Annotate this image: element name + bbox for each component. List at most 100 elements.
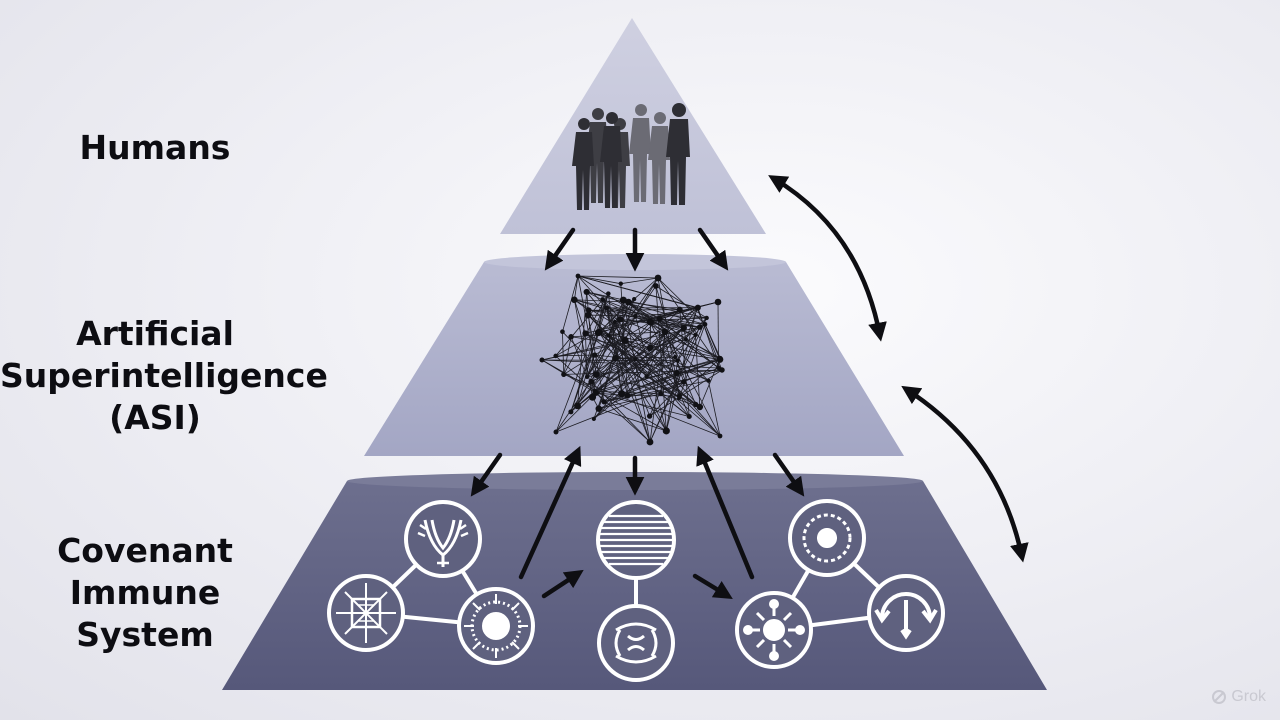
network-edge [606, 307, 667, 432]
striped-sphere-icon [596, 500, 676, 580]
tier-label-covenant-immune-system: Covenant Immune System [30, 530, 260, 656]
network-node [704, 315, 709, 321]
network-node [600, 297, 606, 302]
tier-label-line: Superintelligence [0, 356, 328, 395]
network-edge [659, 307, 698, 320]
network-edge [562, 275, 579, 332]
curved-double-arrow-asi-cis [901, 385, 1029, 563]
network-edge [541, 359, 678, 362]
network-edge [577, 275, 659, 279]
network-node [694, 304, 701, 311]
network-node [585, 307, 592, 314]
network-node [696, 324, 703, 330]
network-edge [633, 277, 659, 300]
branching-cell-icon [404, 500, 482, 578]
network-node [714, 298, 722, 306]
network-edge [586, 321, 616, 378]
network-edge [555, 309, 681, 433]
network-edge [577, 275, 698, 309]
tier-label-line: Covenant [57, 531, 233, 570]
network-edge [555, 318, 621, 357]
network-node [560, 329, 565, 335]
network-node [673, 354, 678, 360]
tier-label-line: Artificial [76, 314, 234, 353]
antibody-icon [597, 604, 675, 682]
network-node [574, 402, 581, 410]
network-edge [646, 317, 707, 377]
network-node [675, 358, 680, 363]
network-node [584, 374, 590, 379]
network-edge [685, 338, 721, 359]
network-node [575, 273, 581, 279]
network-edge [598, 408, 667, 432]
dotted-cell-icon [457, 587, 535, 665]
network-node [632, 296, 637, 302]
network-edge [614, 321, 651, 417]
network-edge [604, 380, 709, 403]
network-edge [555, 299, 603, 357]
network-node [553, 429, 559, 435]
network-node [616, 316, 624, 323]
network-edge [577, 275, 721, 437]
network-node [693, 332, 698, 338]
tier-label-line: Immune [69, 573, 221, 612]
network-node [561, 371, 567, 377]
network-edge [591, 381, 651, 443]
network-edge [628, 301, 680, 311]
network-edge [627, 369, 723, 396]
network-edge [704, 324, 721, 360]
arrow-asi-to-cis-left [470, 452, 503, 497]
network-edge [563, 369, 723, 375]
network-node [673, 370, 680, 377]
network-node [624, 392, 631, 399]
network-edge [596, 357, 721, 394]
network-node [595, 405, 602, 412]
network-node [593, 371, 600, 378]
network-edge [614, 321, 678, 361]
virus-cell-icon [788, 499, 866, 577]
tier-label-line: (ASI) [109, 398, 201, 437]
network-node [591, 416, 596, 422]
network-edge [594, 390, 661, 395]
network-node [583, 288, 590, 296]
human-silhouettes-group-icon [572, 103, 690, 210]
network-node [588, 393, 597, 401]
network-edge [598, 331, 678, 374]
network-node [696, 403, 704, 411]
network-edge [598, 331, 647, 377]
network-edge [621, 359, 721, 394]
network-edge [573, 275, 579, 300]
network-edge [541, 359, 667, 432]
return-arrow-icon [867, 574, 945, 652]
network-node [592, 352, 598, 358]
network-node [717, 433, 723, 439]
network-edge [679, 309, 696, 336]
network-edge [697, 307, 719, 369]
network-node [676, 306, 683, 313]
network-node [618, 390, 626, 398]
network-edge [649, 331, 666, 443]
network-node [553, 353, 558, 359]
curved-double-arrow-humans-asi [768, 175, 887, 342]
network-node [656, 315, 663, 322]
grok-logo-icon [1212, 690, 1227, 704]
network-edge [624, 315, 636, 341]
network-node [595, 328, 603, 336]
network-edge [707, 380, 721, 437]
network-node [706, 378, 711, 383]
network-edge [657, 277, 706, 325]
network-node [618, 281, 623, 286]
network-edge [563, 374, 721, 437]
network-node [681, 379, 687, 385]
network-node [568, 409, 574, 415]
network-edge [657, 277, 723, 371]
network-edge [574, 299, 709, 382]
network-edge [627, 331, 666, 396]
network-node [646, 344, 654, 352]
network-node [612, 319, 617, 325]
network-node [571, 296, 578, 304]
network-node [621, 336, 629, 344]
network-edge [587, 314, 678, 374]
network-node [644, 374, 649, 379]
network-edge [555, 354, 595, 357]
